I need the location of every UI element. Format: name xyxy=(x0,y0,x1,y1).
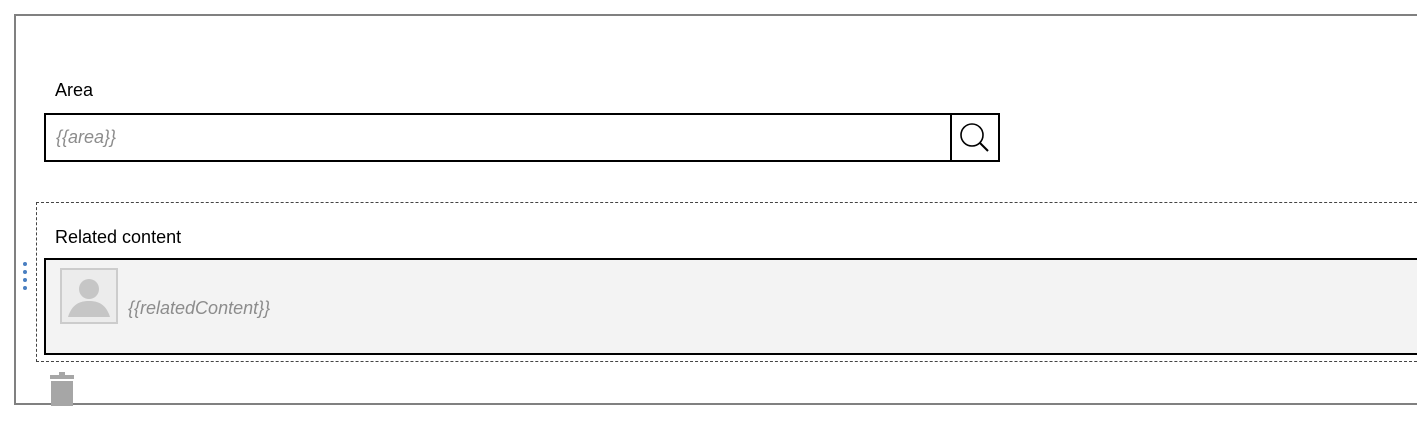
related-content-value: {{relatedContent}} xyxy=(128,298,271,318)
area-field[interactable]: {{area}} xyxy=(44,113,1000,162)
related-content-field[interactable]: {{relatedContent}} xyxy=(44,258,1417,355)
related-content-container xyxy=(36,202,1417,362)
search-icon xyxy=(960,122,989,152)
person-placeholder-icon xyxy=(60,268,118,324)
area-label: Area xyxy=(55,80,94,100)
drag-dot xyxy=(23,278,27,282)
drag-dot xyxy=(23,286,27,290)
drag-dot xyxy=(23,270,27,274)
trash-icon[interactable] xyxy=(48,372,76,406)
area-input-value[interactable]: {{area}} xyxy=(56,127,117,147)
search-button[interactable] xyxy=(950,115,998,160)
drag-dot xyxy=(23,262,27,266)
related-content-label: Related content xyxy=(55,227,182,247)
drag-handle-icon[interactable] xyxy=(22,262,28,290)
